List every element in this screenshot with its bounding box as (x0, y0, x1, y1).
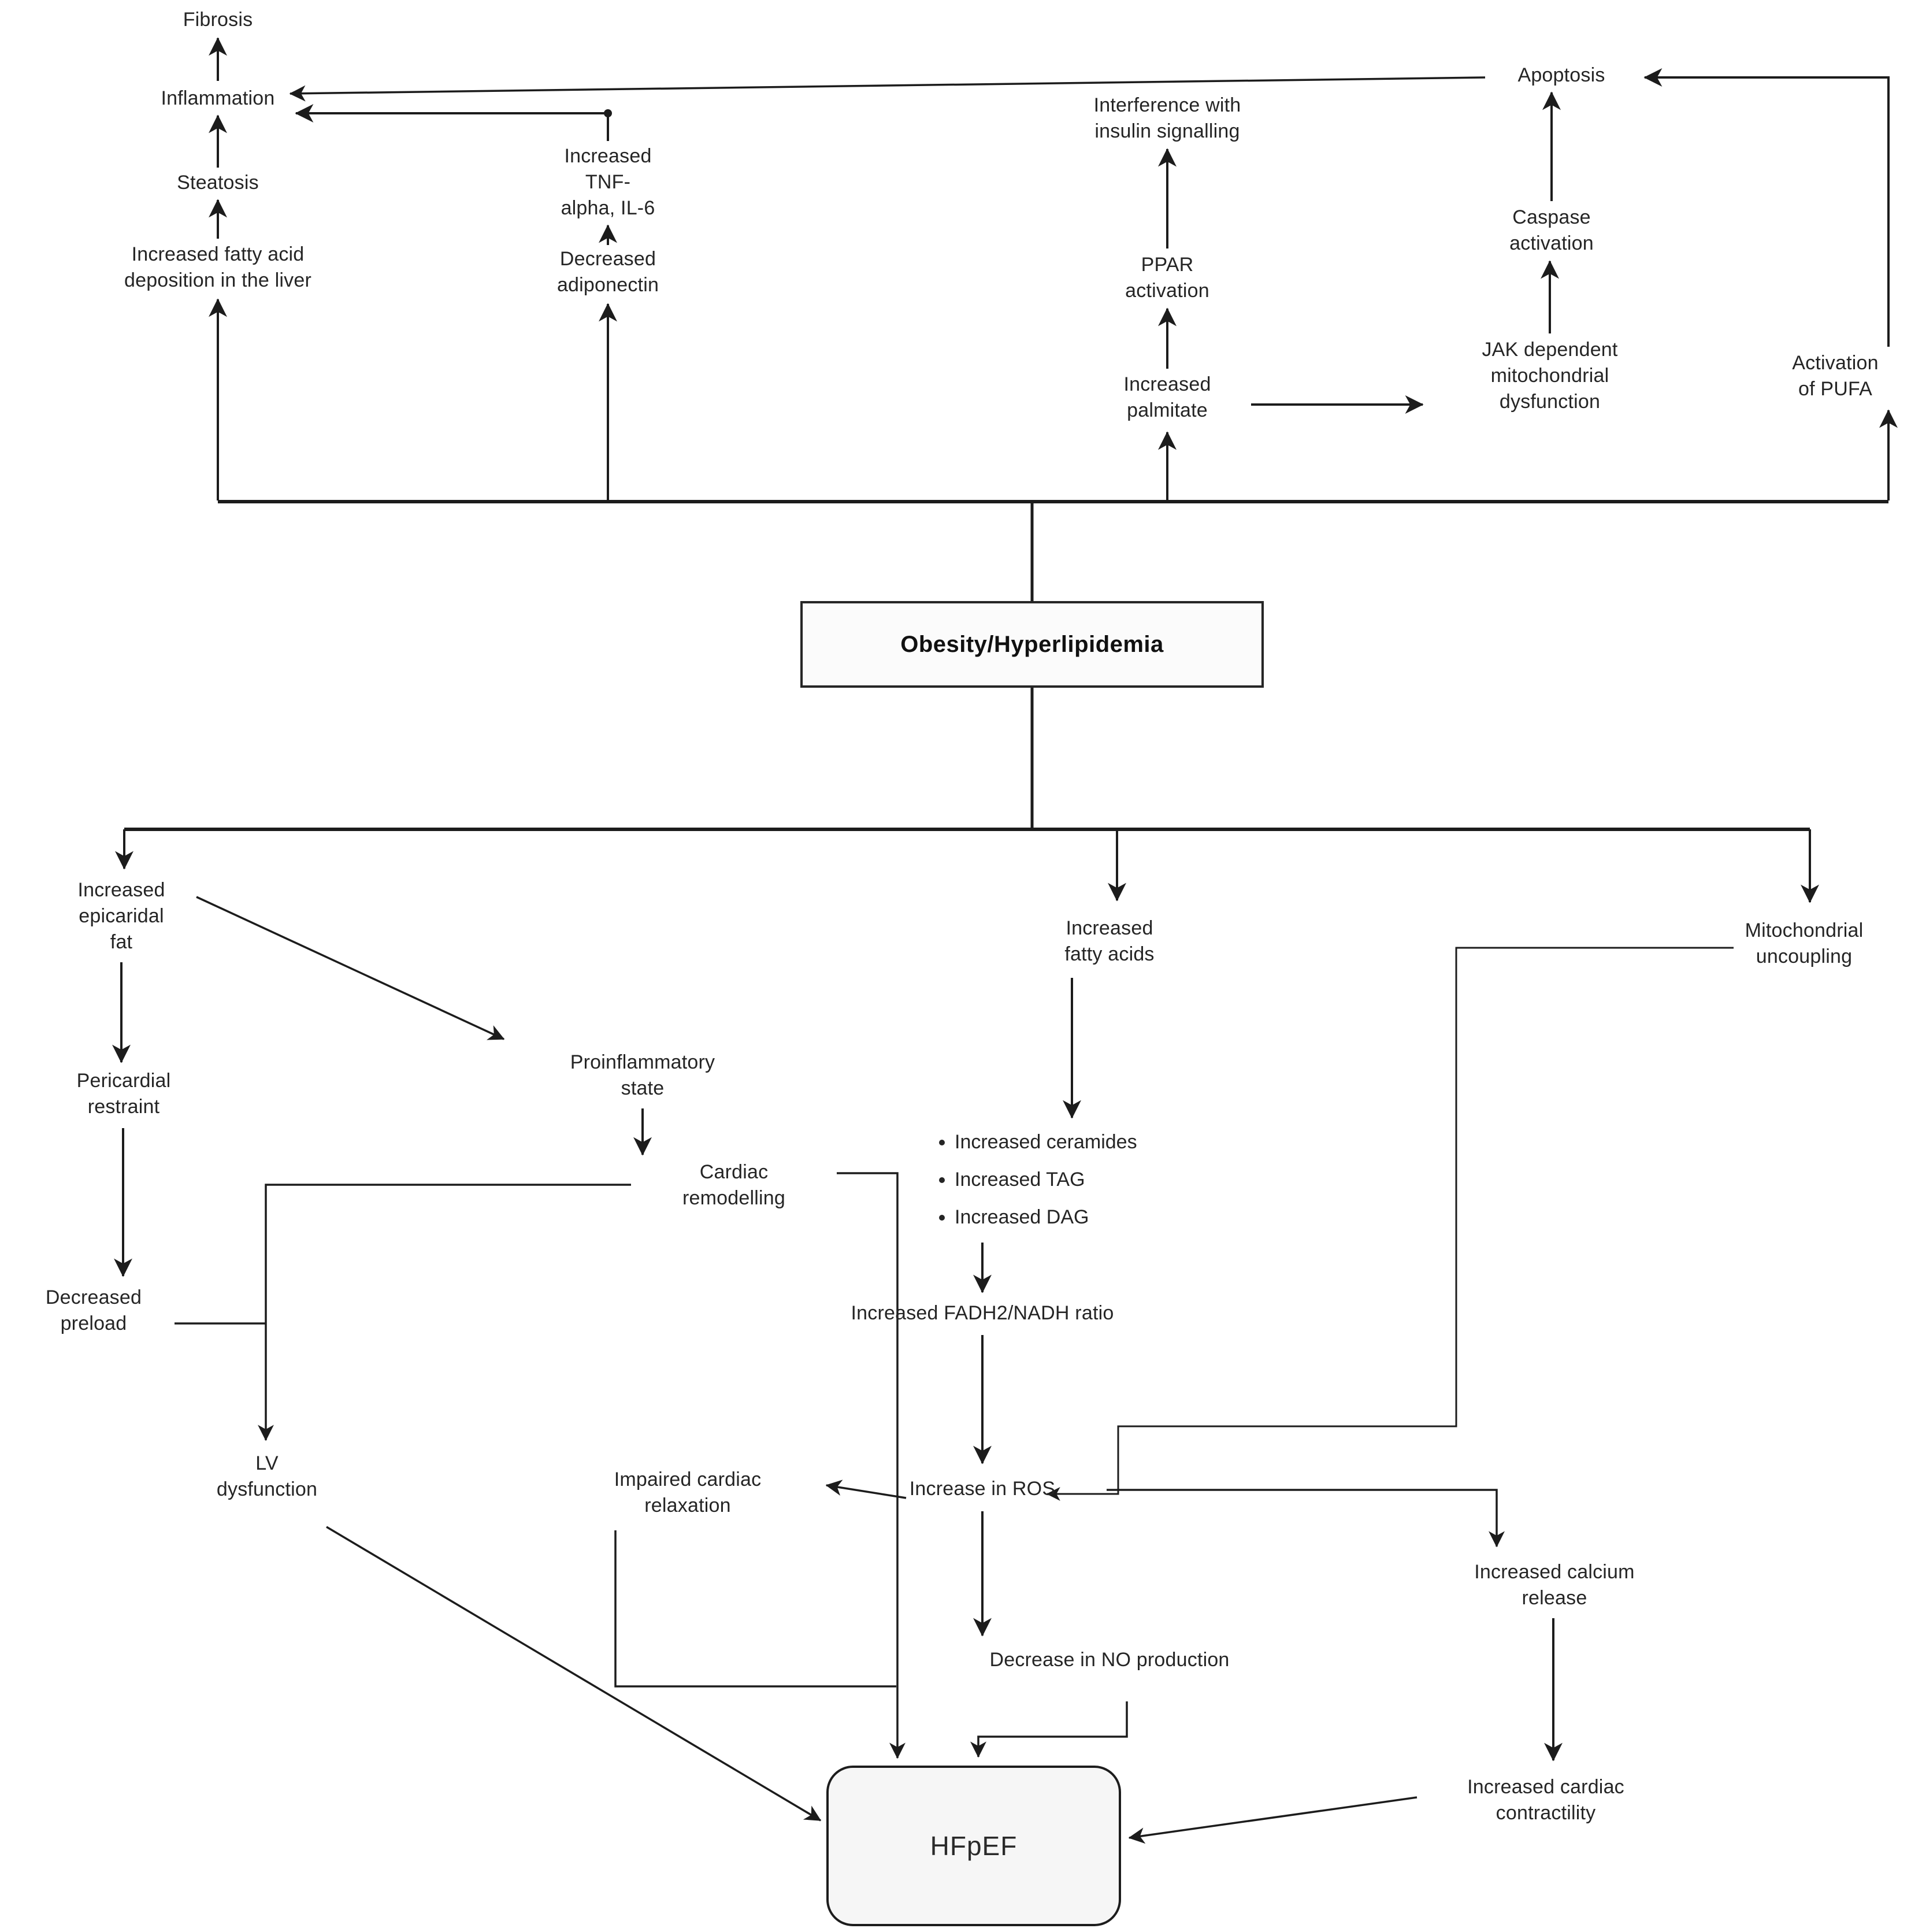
junction-dot (604, 109, 612, 117)
edge-mitochondrial-to-ros (1046, 947, 1734, 1501)
node-jak: JAK dependent mitochondrial dysfunction (1482, 339, 1618, 413)
node-mitochondrial: Mitochondrial uncoupling (1745, 919, 1864, 967)
obesity-hyperlipidemia-label: Obesity/Hyperlipidemia (900, 631, 1164, 657)
node-tnf: Increased TNF- alpha, IL-6 (561, 145, 655, 219)
node-fadh: Increased FADH2/NADH ratio (851, 1302, 1114, 1324)
edge-ros-to-calcium (1107, 1489, 1505, 1548)
node-ppar: PPAR activation (1125, 254, 1209, 302)
edge-no-to-hfpef (970, 1701, 1128, 1758)
node-impaired: Impaired cardiac relaxation (614, 1469, 762, 1516)
node-pericardial: Pericardial restraint (76, 1070, 171, 1118)
node-fatty-liver: Increased fatty acid deposition in the l… (124, 243, 311, 291)
node-interference: Interference with insulin signalling (1093, 94, 1241, 142)
node-inflammation: Inflammation (161, 87, 275, 109)
node-fatty-acids: Increased fatty acids (1064, 917, 1155, 965)
node-epicardial: Increased epicaridal fat (77, 879, 165, 953)
edge-epicardial-to-proinflammatory (196, 896, 505, 1040)
node-apoptosis: Apoptosis (1517, 64, 1605, 86)
lipid-bullet-list: Increased ceramidesIncreased TAGIncrease… (932, 1123, 1232, 1236)
bullet-item: Increased ceramides (955, 1123, 1232, 1161)
node-caspase: Caspase activation (1509, 206, 1594, 254)
edge-remodelling-to-lv (258, 1184, 631, 1441)
edge-impaired-join (614, 1530, 896, 1688)
edge-lv-to-hfpef (326, 1526, 822, 1822)
edge-contractility-to-hfpef (1128, 1796, 1418, 1844)
bullet-item: Increased DAG (955, 1199, 1232, 1236)
node-pufa: Activation of PUFA (1792, 352, 1879, 400)
edge-apoptosis-to-inflammation (289, 76, 1486, 102)
node-no-production: Decrease in NO production (989, 1649, 1230, 1671)
edge-remodelling-to-hfpef (837, 1172, 906, 1759)
node-preload: Decreased preload (45, 1286, 142, 1334)
node-palmitate: Increased palmitate (1123, 373, 1211, 421)
node-steatosis: Steatosis (177, 172, 259, 194)
node-proinflammatory: Proinflammatory state (570, 1051, 715, 1099)
node-calcium: Increased calcium release (1474, 1561, 1635, 1609)
node-ros: Increase in ROS (909, 1478, 1056, 1500)
edge-tnf-to-inflammation (295, 104, 609, 141)
node-remodelling: Cardiac remodelling (682, 1161, 785, 1209)
node-fibrosis: Fibrosis (183, 9, 253, 31)
obesity-hyperlipidemia-box: Obesity/Hyperlipidemia (800, 601, 1264, 688)
hfpef-box: HFpEF (826, 1766, 1121, 1926)
node-adiponectin: Decreased adiponectin (556, 248, 659, 296)
edge-ros-to-impaired (825, 1479, 907, 1499)
hfpef-label: HFpEF (930, 1831, 1018, 1861)
node-contractility: Increased cardiac contractility (1467, 1776, 1624, 1824)
node-lv: LV dysfunction (216, 1452, 318, 1500)
edge-pufa-to-apoptosis (1643, 68, 1890, 347)
bullet-item: Increased TAG (955, 1161, 1232, 1199)
